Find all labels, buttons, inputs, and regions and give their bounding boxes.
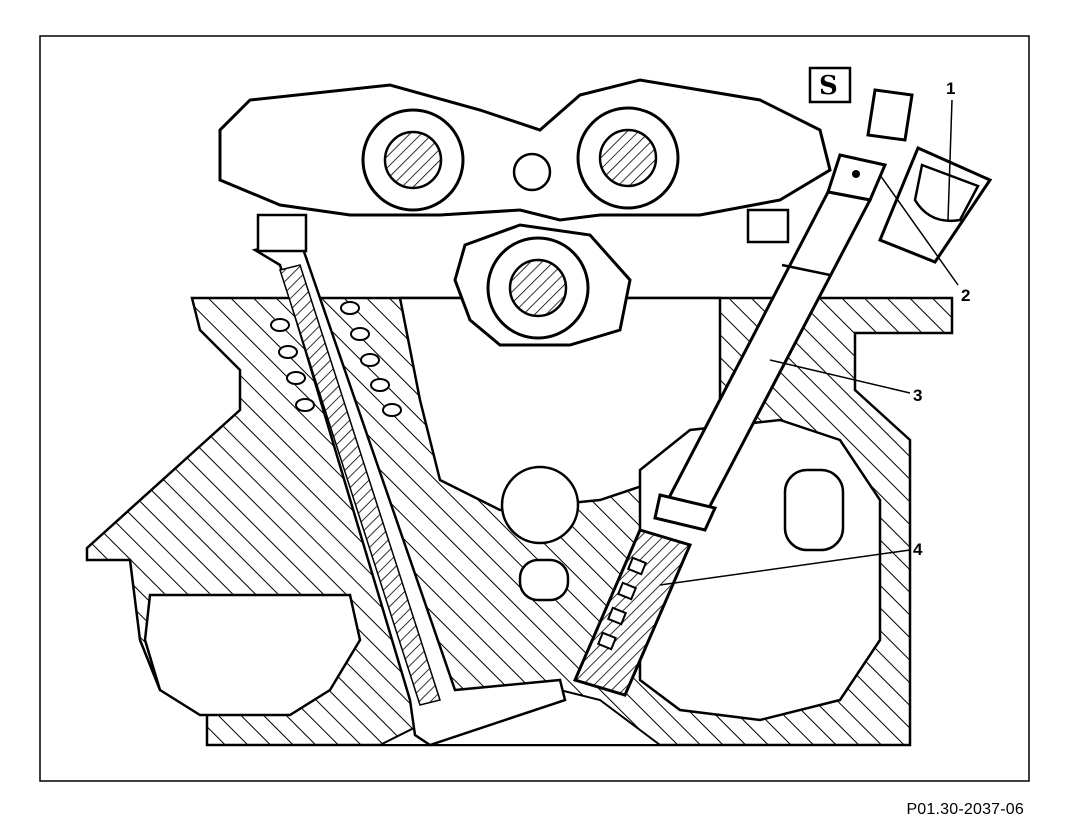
reference-code: P01.30-2037-06 — [906, 801, 1024, 818]
installation-tool — [653, 88, 914, 532]
diagram-frame — [39, 35, 1030, 782]
callout-leaders — [659, 99, 959, 586]
callout-4: 4 — [913, 540, 923, 559]
cylinder-head-casting — [85, 296, 954, 747]
callout-1: 1 — [946, 79, 955, 98]
camshaft-carrier — [218, 78, 832, 347]
special-tool-symbol: S — [808, 66, 852, 104]
special-tool-symbol-text: S — [819, 71, 838, 101]
intake-valve-assembly — [251, 213, 567, 747]
callout-2: 2 — [961, 286, 970, 305]
valve-stem-seal — [572, 528, 693, 697]
callout-3: 3 — [913, 386, 922, 405]
protective-sleeve — [878, 146, 993, 264]
